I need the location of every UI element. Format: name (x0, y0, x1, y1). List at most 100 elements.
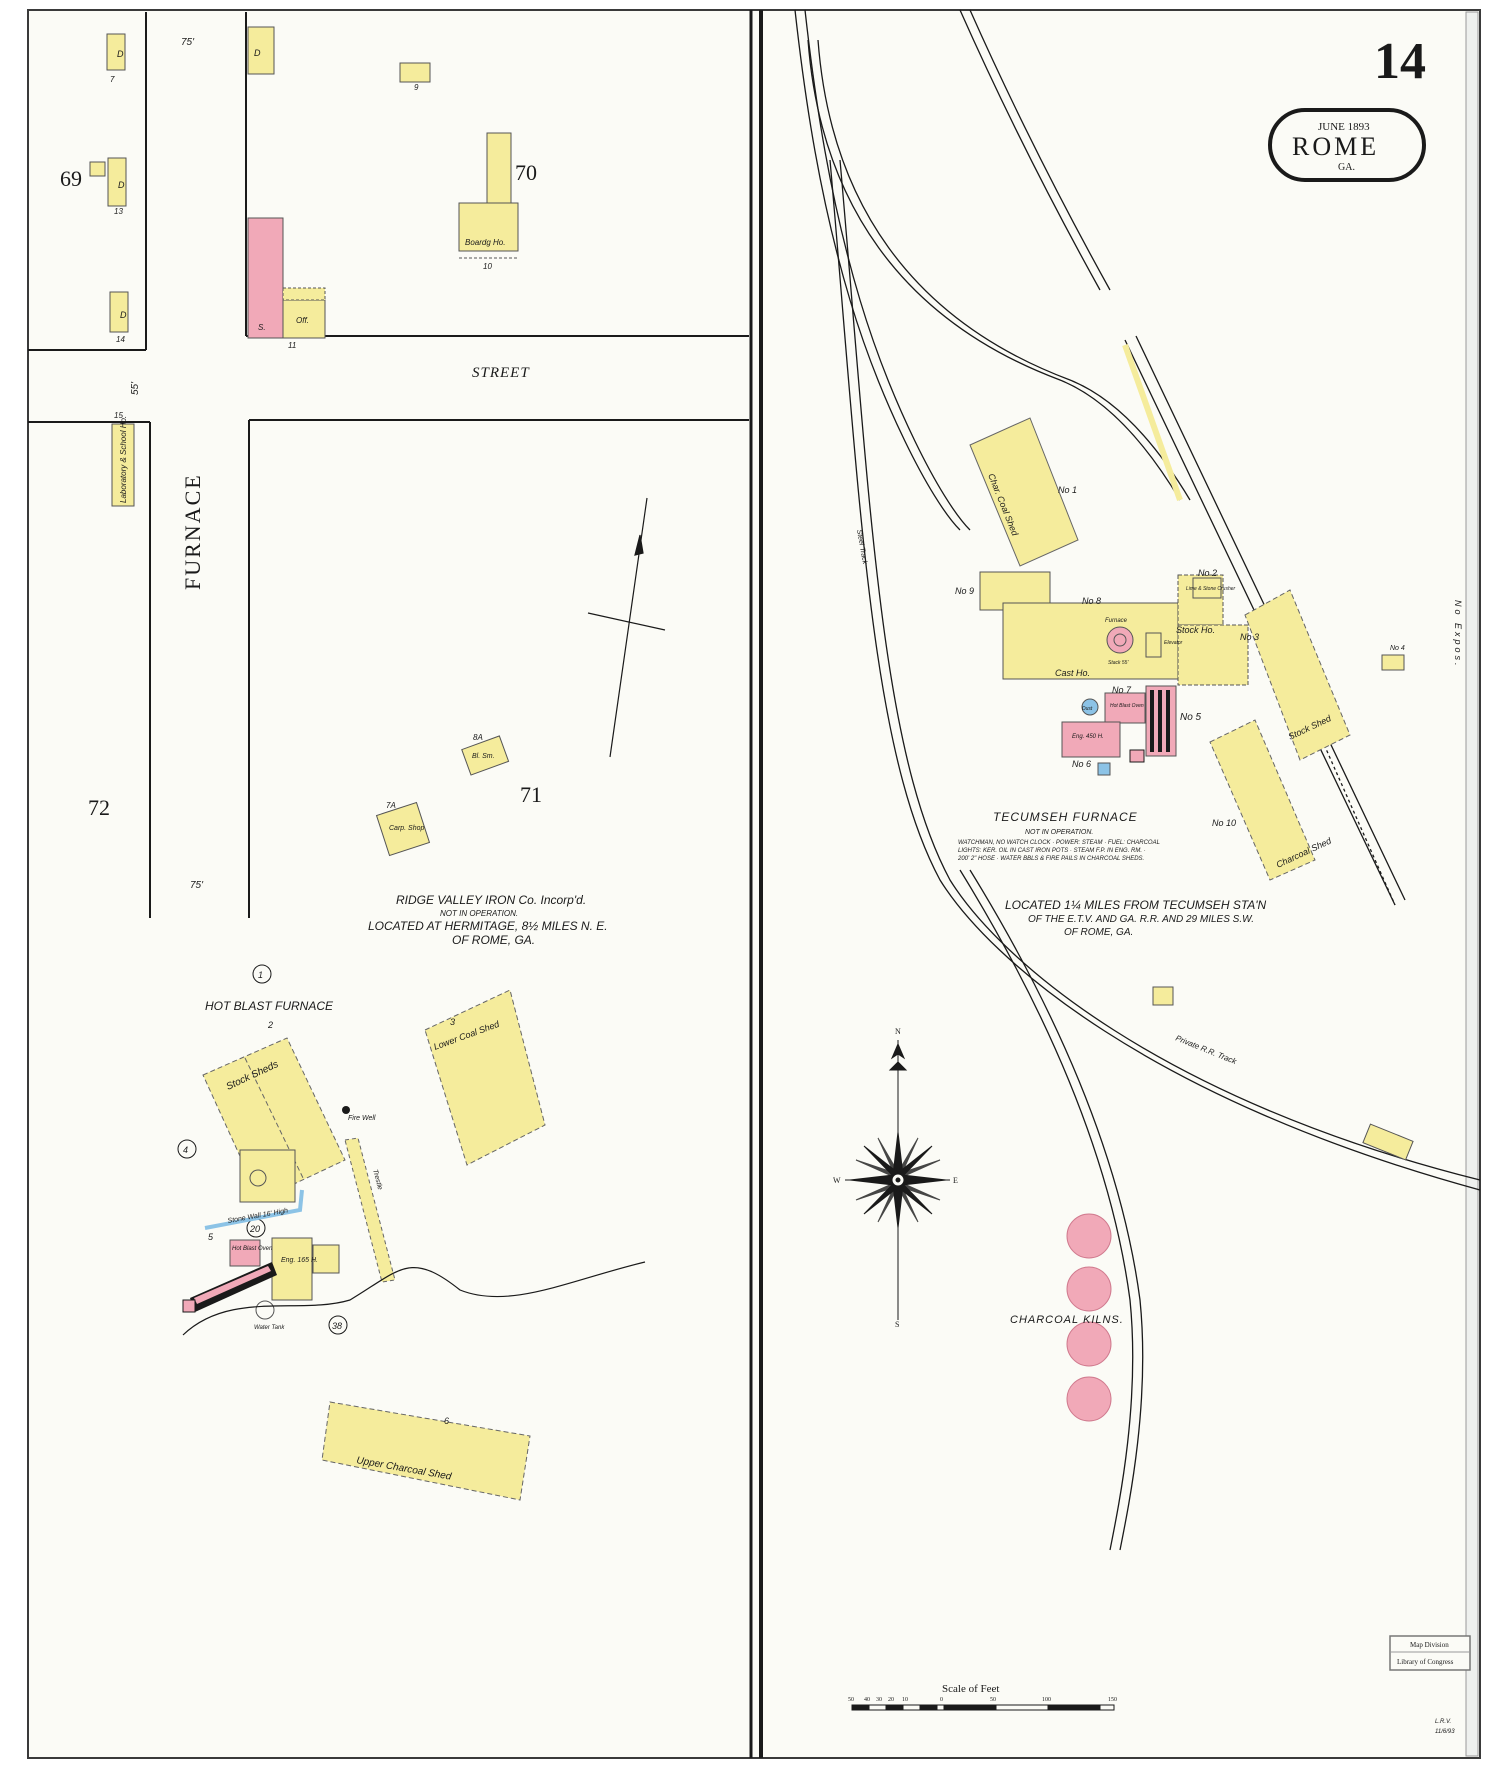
svg-text:50: 50 (848, 1697, 854, 1703)
sheet-number: 14 (1374, 33, 1426, 90)
blacksmith-label: Bl. Sm. (472, 753, 495, 760)
street-width-3: 75' (190, 880, 204, 891)
boarding-house-label: Boardg Ho. (465, 238, 505, 247)
number-label: No 3 (1240, 632, 1259, 642)
compass-w: W (833, 1176, 841, 1185)
building-number: 5 (208, 1232, 214, 1242)
office-label: Off. (296, 316, 309, 325)
engine-right-label: Eng. 450 H. (1072, 734, 1104, 740)
scale-ticks: 50 40 30 20 10 0 50 100 150 (848, 1697, 1117, 1703)
boilers (182, 1262, 277, 1313)
outbuilding-9 (399, 62, 431, 83)
carpenter-shop (375, 801, 431, 857)
number-label: No 9 (955, 586, 974, 596)
boiler-bank (1150, 690, 1170, 752)
building-number: 2 (267, 1020, 273, 1030)
sheet-date: JUNE 1893 (1318, 121, 1370, 133)
store-and-office (247, 217, 326, 339)
trestle-right (1122, 343, 1183, 502)
ridge-valley-caption: RIDGE VALLEY IRON Co. Incorp'd. NOT IN O… (368, 893, 608, 947)
block-number-72: 72 (88, 795, 110, 820)
dwelling-mark: D (117, 49, 124, 59)
charcoal-kilns-label: CHARCOAL KILNS. (1010, 1314, 1124, 1326)
dust-catcher (1081, 698, 1099, 716)
circled-number: 4 (183, 1145, 188, 1155)
svg-text:0: 0 (940, 1697, 943, 1703)
svg-text:NOT IN OPERATION.: NOT IN OPERATION. (1025, 829, 1093, 836)
city-name: ROME (1292, 132, 1379, 161)
laboratory-label: Laboratory & School Ho. (119, 416, 128, 503)
svg-text:10: 10 (902, 1697, 908, 1703)
boarding-house (458, 132, 519, 252)
stack-label: Stack 55' (1108, 660, 1129, 666)
water-tank-label: Water Tank (254, 1325, 285, 1331)
char-coal-shed (969, 417, 1079, 567)
lot-number: 14 (116, 335, 125, 344)
engine-label: Eng. 165 H. (281, 1257, 318, 1264)
furnace-label: Furnace (1105, 618, 1128, 624)
block-number-70: 70 (515, 160, 537, 185)
library-stamp: Map Division Library of Congress (1389, 1635, 1471, 1671)
title-cartouche (1268, 108, 1426, 182)
small-shed (1152, 986, 1174, 1006)
hot-blast-oven-label: Hot Blast Oven (232, 1246, 273, 1252)
engine-house (229, 1237, 340, 1301)
svg-text:LOCATED AT HERMITAGE, 8½ MILES: LOCATED AT HERMITAGE, 8½ MILES N. E. (368, 919, 608, 933)
stock-shed-right (1244, 589, 1351, 761)
svg-text:Library of Congress: Library of Congress (1397, 1658, 1454, 1666)
svg-text:OF THE E.T.V. AND GA. R.R. AND: OF THE E.T.V. AND GA. R.R. AND 29 MILES … (1028, 914, 1254, 925)
circled-number: 20 (249, 1224, 260, 1234)
fire-well-label: Fire Well (348, 1115, 376, 1122)
circled-number: 1 (258, 970, 263, 980)
lot-number: 7 (110, 75, 115, 84)
state-name: GA. (1338, 162, 1355, 173)
hot-blast-furnace-label: HOT BLAST FURNACE (205, 999, 334, 1013)
water-tank (255, 1300, 275, 1320)
tecumseh-caption: TECUMSEH FURNACE NOT IN OPERATION. WATCH… (957, 810, 1267, 938)
dwelling-mark: D (118, 180, 125, 190)
svg-text:NOT IN OPERATION.: NOT IN OPERATION. (440, 909, 518, 918)
number-label: No 5 (1180, 712, 1202, 723)
revision-date: 11/6/93 (1435, 1729, 1455, 1735)
stock-house-label: Stock Ho. (1176, 625, 1215, 635)
furnace-stack (1106, 626, 1134, 654)
surveyor-initials: L.R.V. (1435, 1719, 1451, 1725)
lower-coal-shed (424, 989, 546, 1166)
lot-number: 13 (114, 207, 123, 216)
creek (182, 1261, 646, 1336)
building-number: 3 (450, 1017, 455, 1027)
svg-text:30: 30 (876, 1697, 882, 1703)
number-label: No 7 (1112, 685, 1132, 695)
compass-rose (845, 1040, 950, 1320)
svg-text:RIDGE VALLEY IRON Co. Incorp'd: RIDGE VALLEY IRON Co. Incorp'd. (396, 893, 586, 907)
chimney-stub (1129, 749, 1145, 763)
blacksmith-shop (461, 735, 510, 776)
block-number-69: 69 (60, 166, 82, 191)
svg-text:40: 40 (864, 1697, 870, 1703)
stone-wall (204, 1189, 304, 1230)
upper-charcoal-shed (321, 1401, 531, 1501)
dwelling-mark: D (254, 48, 261, 58)
dwelling-mark: D (120, 310, 127, 320)
track-structure (1362, 1123, 1414, 1161)
lot-number: 7A (386, 801, 396, 810)
svg-text:OF ROME, GA.: OF ROME, GA. (1064, 927, 1133, 938)
street-width-1: 75' (181, 37, 195, 48)
number-label: No 10 (1212, 818, 1236, 828)
elevator (1145, 632, 1162, 658)
north-arrow-left (587, 497, 666, 758)
svg-text:OF ROME, GA.: OF ROME, GA. (452, 933, 535, 947)
lime-crusher-label: Lime & Stone Crusher (1186, 586, 1236, 592)
charcoal-kilns (1066, 1213, 1112, 1422)
compass-s: S (895, 1320, 899, 1329)
lot-number: 8A (473, 733, 483, 742)
svg-text:150: 150 (1108, 1697, 1117, 1703)
dwellings-block-69 (89, 33, 129, 333)
svg-text:TECUMSEH FURNACE: TECUMSEH FURNACE (993, 810, 1138, 824)
lot-number: 9 (414, 83, 419, 92)
no-exposure-label: No Expos. (1453, 600, 1463, 669)
trestle (344, 1137, 396, 1283)
furnace-stack-building (239, 1149, 296, 1203)
